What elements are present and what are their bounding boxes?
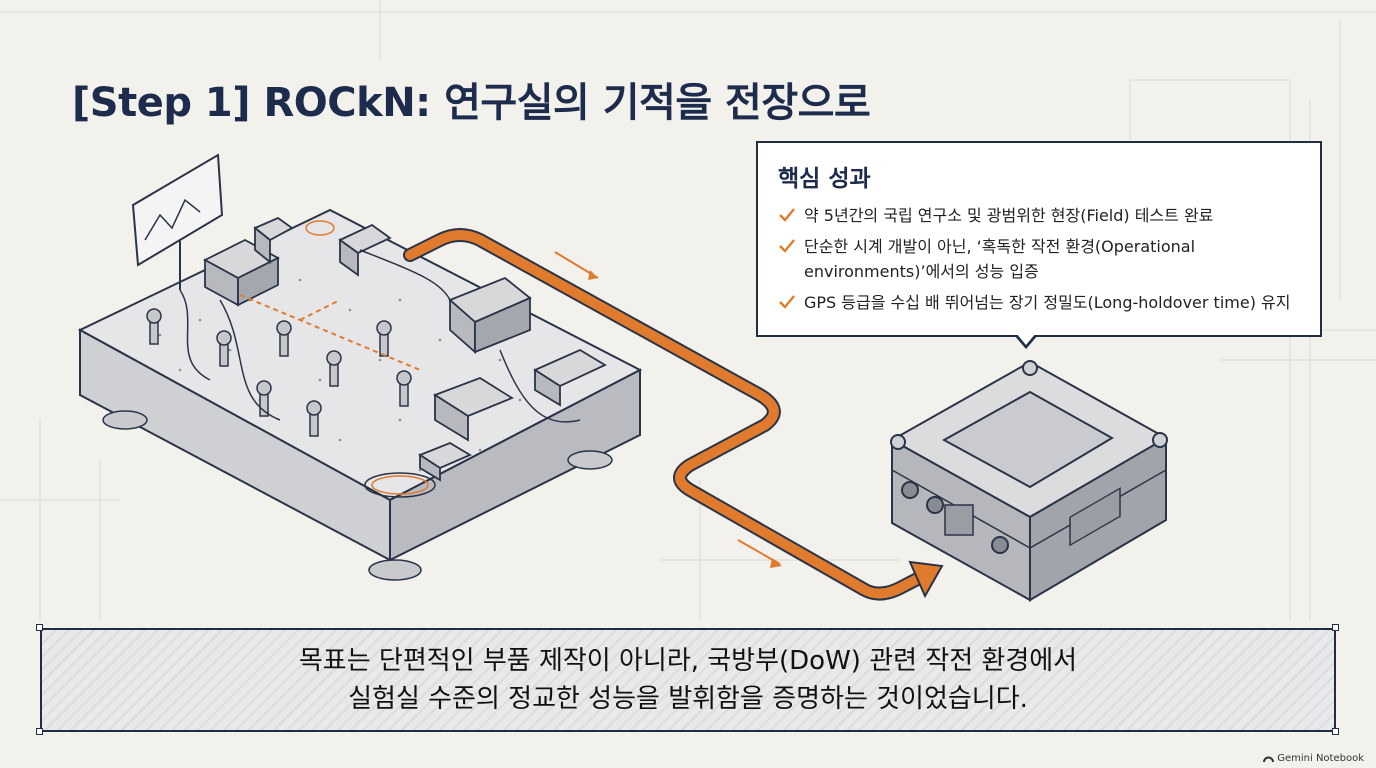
check-icon <box>779 239 795 253</box>
notebook-logo-icon <box>1263 756 1275 762</box>
list-item: GPS 등급을 수십 배 뛰어넘는 장기 정밀도(Long-holdover t… <box>776 290 1302 315</box>
check-icon <box>779 295 795 309</box>
banner-corner-handle <box>36 624 43 631</box>
brand-label: Gemini Notebook <box>1277 753 1364 764</box>
achievement-text: GPS 등급을 수십 배 뛰어넘는 장기 정밀도(Long-holdover t… <box>804 293 1291 312</box>
list-item: 약 5년간의 국립 연구소 및 광범위한 현장(Field) 테스트 완료 <box>776 203 1302 228</box>
callout-heading: 핵심 성과 <box>778 166 871 192</box>
banner-line-1: 목표는 단편적인 부품 제작이 아니라, 국방부(DoW) 관련 작전 환경에서 <box>298 646 1078 676</box>
key-achievements-callout: 핵심 성과 약 5년간의 국립 연구소 및 광범위한 현장(Field) 테스트… <box>756 141 1322 337</box>
footer-brand: Gemini Notebook <box>1263 753 1364 764</box>
callout-pointer <box>1014 333 1038 349</box>
goal-banner: 목표는 단편적인 부품 제작이 아니라, 국방부(DoW) 관련 작전 환경에서… <box>40 628 1336 732</box>
check-icon <box>779 208 795 222</box>
page-title: [Step 1] ROCkN: 연구실의 기적을 전장으로 <box>72 80 871 126</box>
banner-corner-handle <box>1332 624 1339 631</box>
achievement-text: 약 5년간의 국립 연구소 및 광범위한 현장(Field) 테스트 완료 <box>804 206 1214 225</box>
banner-corner-handle <box>36 728 43 735</box>
achievement-text: 단순한 시계 개발이 아닌, ‘혹독한 작전 환경(Operational en… <box>804 237 1196 281</box>
rugged-case-icon <box>889 360 1169 602</box>
pipe-arrow-icon <box>403 228 944 601</box>
banner-corner-handle <box>1332 728 1339 735</box>
achievement-list: 약 5년간의 국립 연구소 및 광범위한 현장(Field) 테스트 완료 단순… <box>776 203 1302 315</box>
list-item: 단순한 시계 개발이 아닌, ‘혹독한 작전 환경(Operational en… <box>776 234 1302 284</box>
monitor-icon <box>131 153 224 290</box>
banner-line-2: 실험실 수준의 정교한 성능을 발휘함을 증명하는 것이었습니다. <box>348 684 1028 714</box>
